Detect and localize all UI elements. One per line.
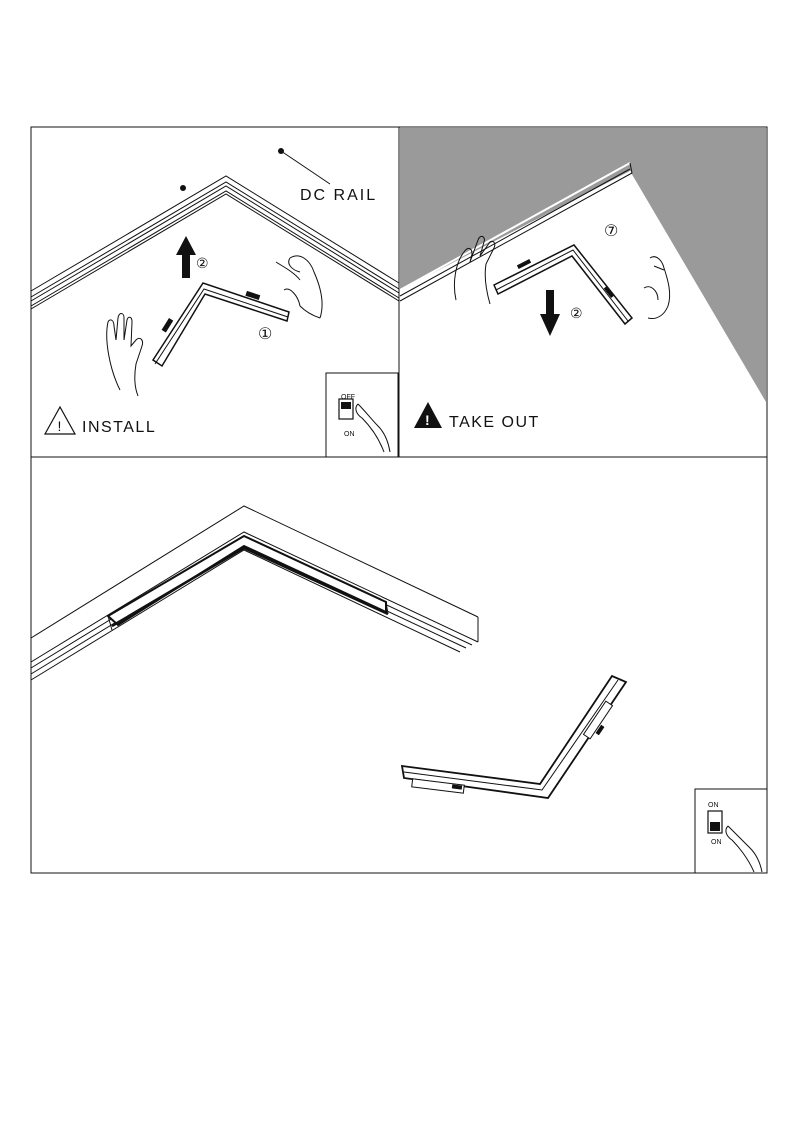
- install-panel: DC RAIL ② ① ! INSTALL: [30, 148, 400, 458]
- take-out-warning-icon: !: [414, 402, 442, 428]
- result-switch-inset: ON ON: [694, 788, 768, 874]
- take-out-panel: ⑦ ② ! TAKE OUT: [399, 128, 766, 431]
- result-switch-top-label: ON: [708, 802, 719, 809]
- install-step-two: ②: [196, 255, 209, 271]
- take-out-rail-drawing: [399, 162, 633, 302]
- result-switch-finger-drawing: [725, 825, 763, 873]
- take-out-step-one: ⑦: [604, 223, 618, 240]
- l-light-fixture: [151, 282, 290, 368]
- svg-text:!: !: [58, 418, 62, 434]
- take-out-left-hand-drawing: [453, 235, 496, 305]
- rail-callout-line: [280, 150, 331, 185]
- result-panel: ON ON: [30, 505, 768, 874]
- install-switch-inset: OFF ON: [325, 372, 399, 458]
- install-step-one: ①: [258, 326, 272, 343]
- detached-l-fixture: [400, 674, 628, 799]
- left-hand-drawing: [106, 313, 143, 397]
- down-arrow-icon: [540, 290, 560, 336]
- switch-finger-drawing: [355, 403, 391, 453]
- svg-text:!: !: [425, 412, 430, 428]
- panel-frames: [30, 126, 768, 874]
- mounted-rail-drawing: [30, 505, 479, 681]
- take-out-caption: TAKE OUT: [449, 414, 540, 431]
- install-switch-off-label: OFF: [341, 394, 355, 401]
- rail-marker-dot: [180, 185, 186, 191]
- up-arrow-icon: [176, 236, 196, 278]
- dc-rail-drawing: [30, 175, 400, 310]
- result-switch-bottom-label: ON: [711, 839, 722, 846]
- shaded-ceiling: [400, 128, 766, 402]
- install-switch-on-label: ON: [344, 431, 355, 438]
- install-warning-icon: !: [43, 405, 77, 435]
- take-out-step-two: ②: [570, 305, 583, 321]
- right-hand-drawing: [275, 255, 323, 319]
- dc-rail-label: DC RAIL: [300, 187, 377, 204]
- install-caption: INSTALL: [82, 419, 156, 436]
- take-out-l-fixture: [493, 244, 634, 326]
- take-out-right-hand-drawing: [643, 256, 671, 319]
